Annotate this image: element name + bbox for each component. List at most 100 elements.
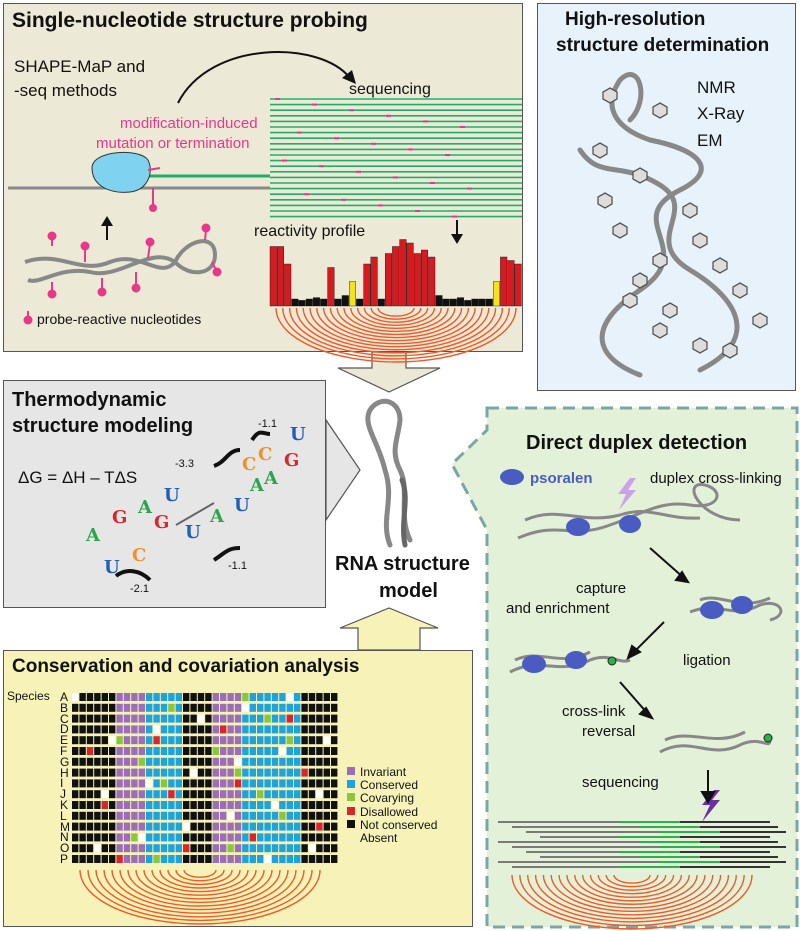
covariation-arc	[143, 869, 257, 896]
alignment-cell	[138, 693, 145, 701]
alignment-cell	[308, 747, 316, 755]
reactivity-bar	[500, 256, 508, 307]
alignment-cell	[153, 714, 160, 723]
alignment-cell	[316, 725, 323, 734]
alignment-cell	[131, 779, 138, 788]
alignment-cell	[212, 703, 219, 712]
alignment-cell	[205, 779, 212, 788]
alignment-cell	[116, 747, 123, 755]
alignment-cell	[212, 747, 219, 755]
alignment-cell	[160, 833, 168, 842]
alignment-cell	[94, 693, 101, 701]
alignment-cell	[205, 714, 212, 723]
alignment-cell	[79, 811, 86, 820]
alignment-cell	[153, 736, 160, 745]
alignment-cell	[72, 822, 79, 831]
reactivity-bar	[349, 281, 357, 307]
alignment-cell	[294, 725, 301, 734]
alignment-cell	[72, 833, 79, 842]
alignment-cell	[109, 822, 116, 831]
alignment-cell	[116, 757, 123, 766]
alignment-cell	[331, 703, 338, 712]
alignment-cell	[249, 855, 256, 863]
alignment-cell	[294, 801, 301, 809]
alignment-cell	[175, 790, 182, 799]
covariation-arc	[175, 869, 225, 882]
alignment-cell	[286, 801, 293, 809]
reactivity-bar	[363, 263, 371, 307]
alignment-cell	[331, 822, 338, 831]
alignment-cell	[242, 801, 249, 809]
alignment-cell	[227, 703, 234, 712]
reactivity-arc	[356, 307, 436, 326]
alignment-cell	[109, 855, 116, 863]
alignment-cell	[197, 822, 205, 831]
modification-line1: modification-induced	[120, 115, 258, 132]
alignment-cell	[116, 801, 123, 809]
alignment-cell	[323, 703, 330, 712]
nucleobase	[602, 87, 618, 104]
alignment-cell	[279, 801, 286, 809]
alignment-cell	[242, 714, 249, 723]
alignment-cell	[234, 811, 242, 820]
alignment-cell	[123, 747, 131, 755]
alignment-cell	[86, 693, 94, 701]
alignment-cell	[308, 855, 316, 863]
nucleobase	[692, 337, 708, 354]
alignment-cell	[286, 693, 293, 701]
alignment-cell	[301, 736, 308, 745]
alignment-cell	[249, 844, 256, 853]
reactivity-bar	[377, 298, 385, 307]
alignment-cell	[153, 833, 160, 842]
alignment-cell	[301, 790, 308, 799]
legend-swatch	[347, 806, 355, 815]
alignment-cell	[131, 801, 138, 809]
alignment-cell	[72, 855, 79, 863]
alignment-cell	[138, 790, 145, 799]
alignment-cell	[153, 779, 160, 788]
alignment-cell	[294, 844, 301, 853]
covariation-arc	[95, 869, 305, 918]
alignment-cell	[308, 790, 316, 799]
reactivity-bar	[428, 256, 436, 307]
alignment-cell	[101, 822, 108, 831]
alignment-cell	[116, 822, 123, 831]
alignment-cell	[160, 790, 168, 799]
duplex-arc	[605, 874, 659, 888]
reactivity-bar	[356, 298, 364, 307]
alignment-cell	[331, 779, 338, 788]
alignment-cell	[131, 768, 138, 777]
alignment-cell	[234, 693, 242, 701]
alignment-cell	[79, 725, 86, 734]
alignment-cell	[160, 844, 168, 853]
alignment-cell	[168, 725, 175, 734]
alignment-cell	[146, 747, 153, 755]
sequencing-label: sequencing	[349, 81, 431, 98]
alignment-cell	[131, 844, 138, 853]
alignment-cell	[190, 757, 197, 766]
alignment-cell	[175, 747, 182, 755]
nucleotide-u: U	[290, 424, 306, 445]
alignment-cell	[168, 714, 175, 723]
nucleobase	[712, 257, 728, 274]
alignment-cell	[86, 822, 94, 831]
alignment-cell	[257, 736, 264, 745]
alignment-cell	[242, 790, 249, 799]
alignment-cell	[242, 736, 249, 745]
alignment-cell	[101, 811, 108, 820]
alignment-cell	[175, 855, 182, 863]
alignment-cell	[190, 833, 197, 842]
alignment-cell	[323, 811, 330, 820]
alignment-cell	[271, 693, 279, 701]
alignment-cell	[271, 811, 279, 820]
alignment-cell	[94, 844, 101, 853]
alignment-cell	[160, 779, 168, 788]
duplex-arc	[581, 874, 683, 898]
alignment-cell	[301, 811, 308, 820]
alignment-cell	[257, 747, 264, 755]
alignment-cell	[160, 801, 168, 809]
nucleobase	[632, 272, 648, 289]
alignment-cell	[264, 736, 271, 745]
alignment-cell	[264, 811, 271, 820]
